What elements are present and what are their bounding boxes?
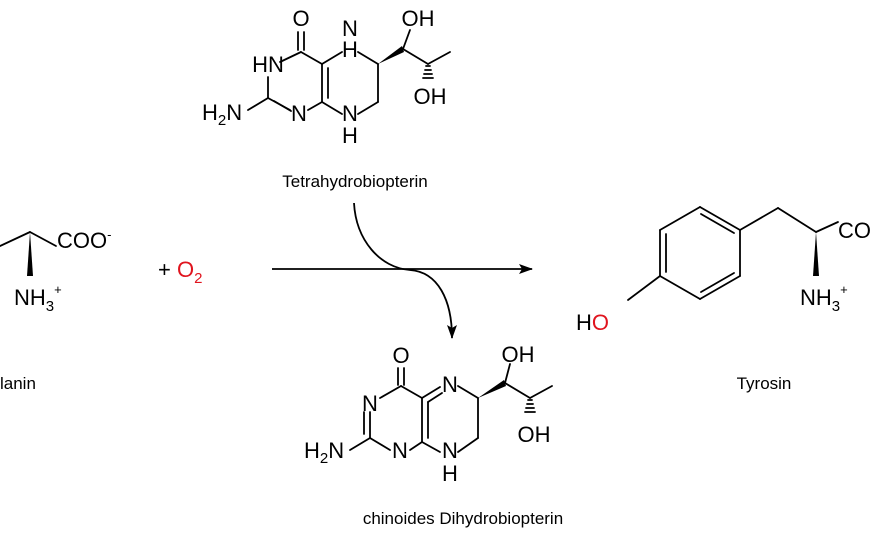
wedge-bond-left: [27, 232, 33, 276]
phenylalanine-fragment: COO- NH3+: [0, 227, 111, 315]
atom-n5-bottom: N: [442, 372, 458, 397]
dihydrobiopterin-structure: O N N N N H H2N OH OH: [304, 342, 553, 486]
oxygen-reagent: + O2: [158, 257, 202, 287]
hashed-wedge-top: [422, 65, 434, 79]
label-chinoides-dihydrobiopterin: chinoides Dihydrobiopterin: [363, 509, 563, 528]
atom-oh-lower-bottom: OH: [518, 422, 551, 447]
atom-h-n8-bottom: H: [442, 461, 458, 486]
atom-oh-upper-bottom: OH: [502, 342, 535, 367]
atom-coo-right: CO: [838, 218, 871, 243]
atom-h-n8-top: H: [342, 123, 358, 148]
atom-nh3-right: NH3+: [800, 282, 848, 315]
tetrahydrobiopterin-structure: O HN H N N N H H2N OH OH: [202, 6, 451, 148]
atom-h2n-top: H2N: [202, 100, 242, 129]
curved-cofactor-arrow: [353, 202, 457, 339]
atom-o-carbonyl-top: O: [292, 6, 309, 31]
hashed-wedge-bottom: [524, 399, 536, 413]
label-phenylalanin: lanin: [0, 374, 36, 393]
atom-hn-top: HN: [252, 52, 284, 77]
atom-h2n-bottom: H2N: [304, 438, 344, 467]
atom-oh-lower-top: OH: [414, 84, 447, 109]
atom-h-n5-top: H: [342, 37, 358, 62]
atom-n5-top: N: [342, 16, 358, 41]
atom-n3-top: N: [291, 101, 307, 126]
atom-ho-right: HO: [576, 310, 609, 335]
atom-n3-bottom: N: [392, 438, 408, 463]
atom-n8-bottom: N: [442, 438, 458, 463]
atom-oh-upper-top: OH: [402, 6, 435, 31]
atom-o-carbonyl-bottom: O: [392, 343, 409, 368]
atom-n8-top: N: [342, 101, 358, 126]
wedge-bond-right: [813, 232, 819, 276]
label-tetrahydrobiopterin: Tetrahydrobiopterin: [282, 172, 428, 191]
atom-nh3-left: NH3+: [14, 282, 62, 315]
atom-n1-bottom: N: [362, 391, 378, 416]
atom-coo-left: COO-: [57, 227, 111, 253]
label-tyrosin: Tyrosin: [737, 374, 792, 393]
tyrosine-structure: HO CO NH3+: [576, 206, 871, 335]
